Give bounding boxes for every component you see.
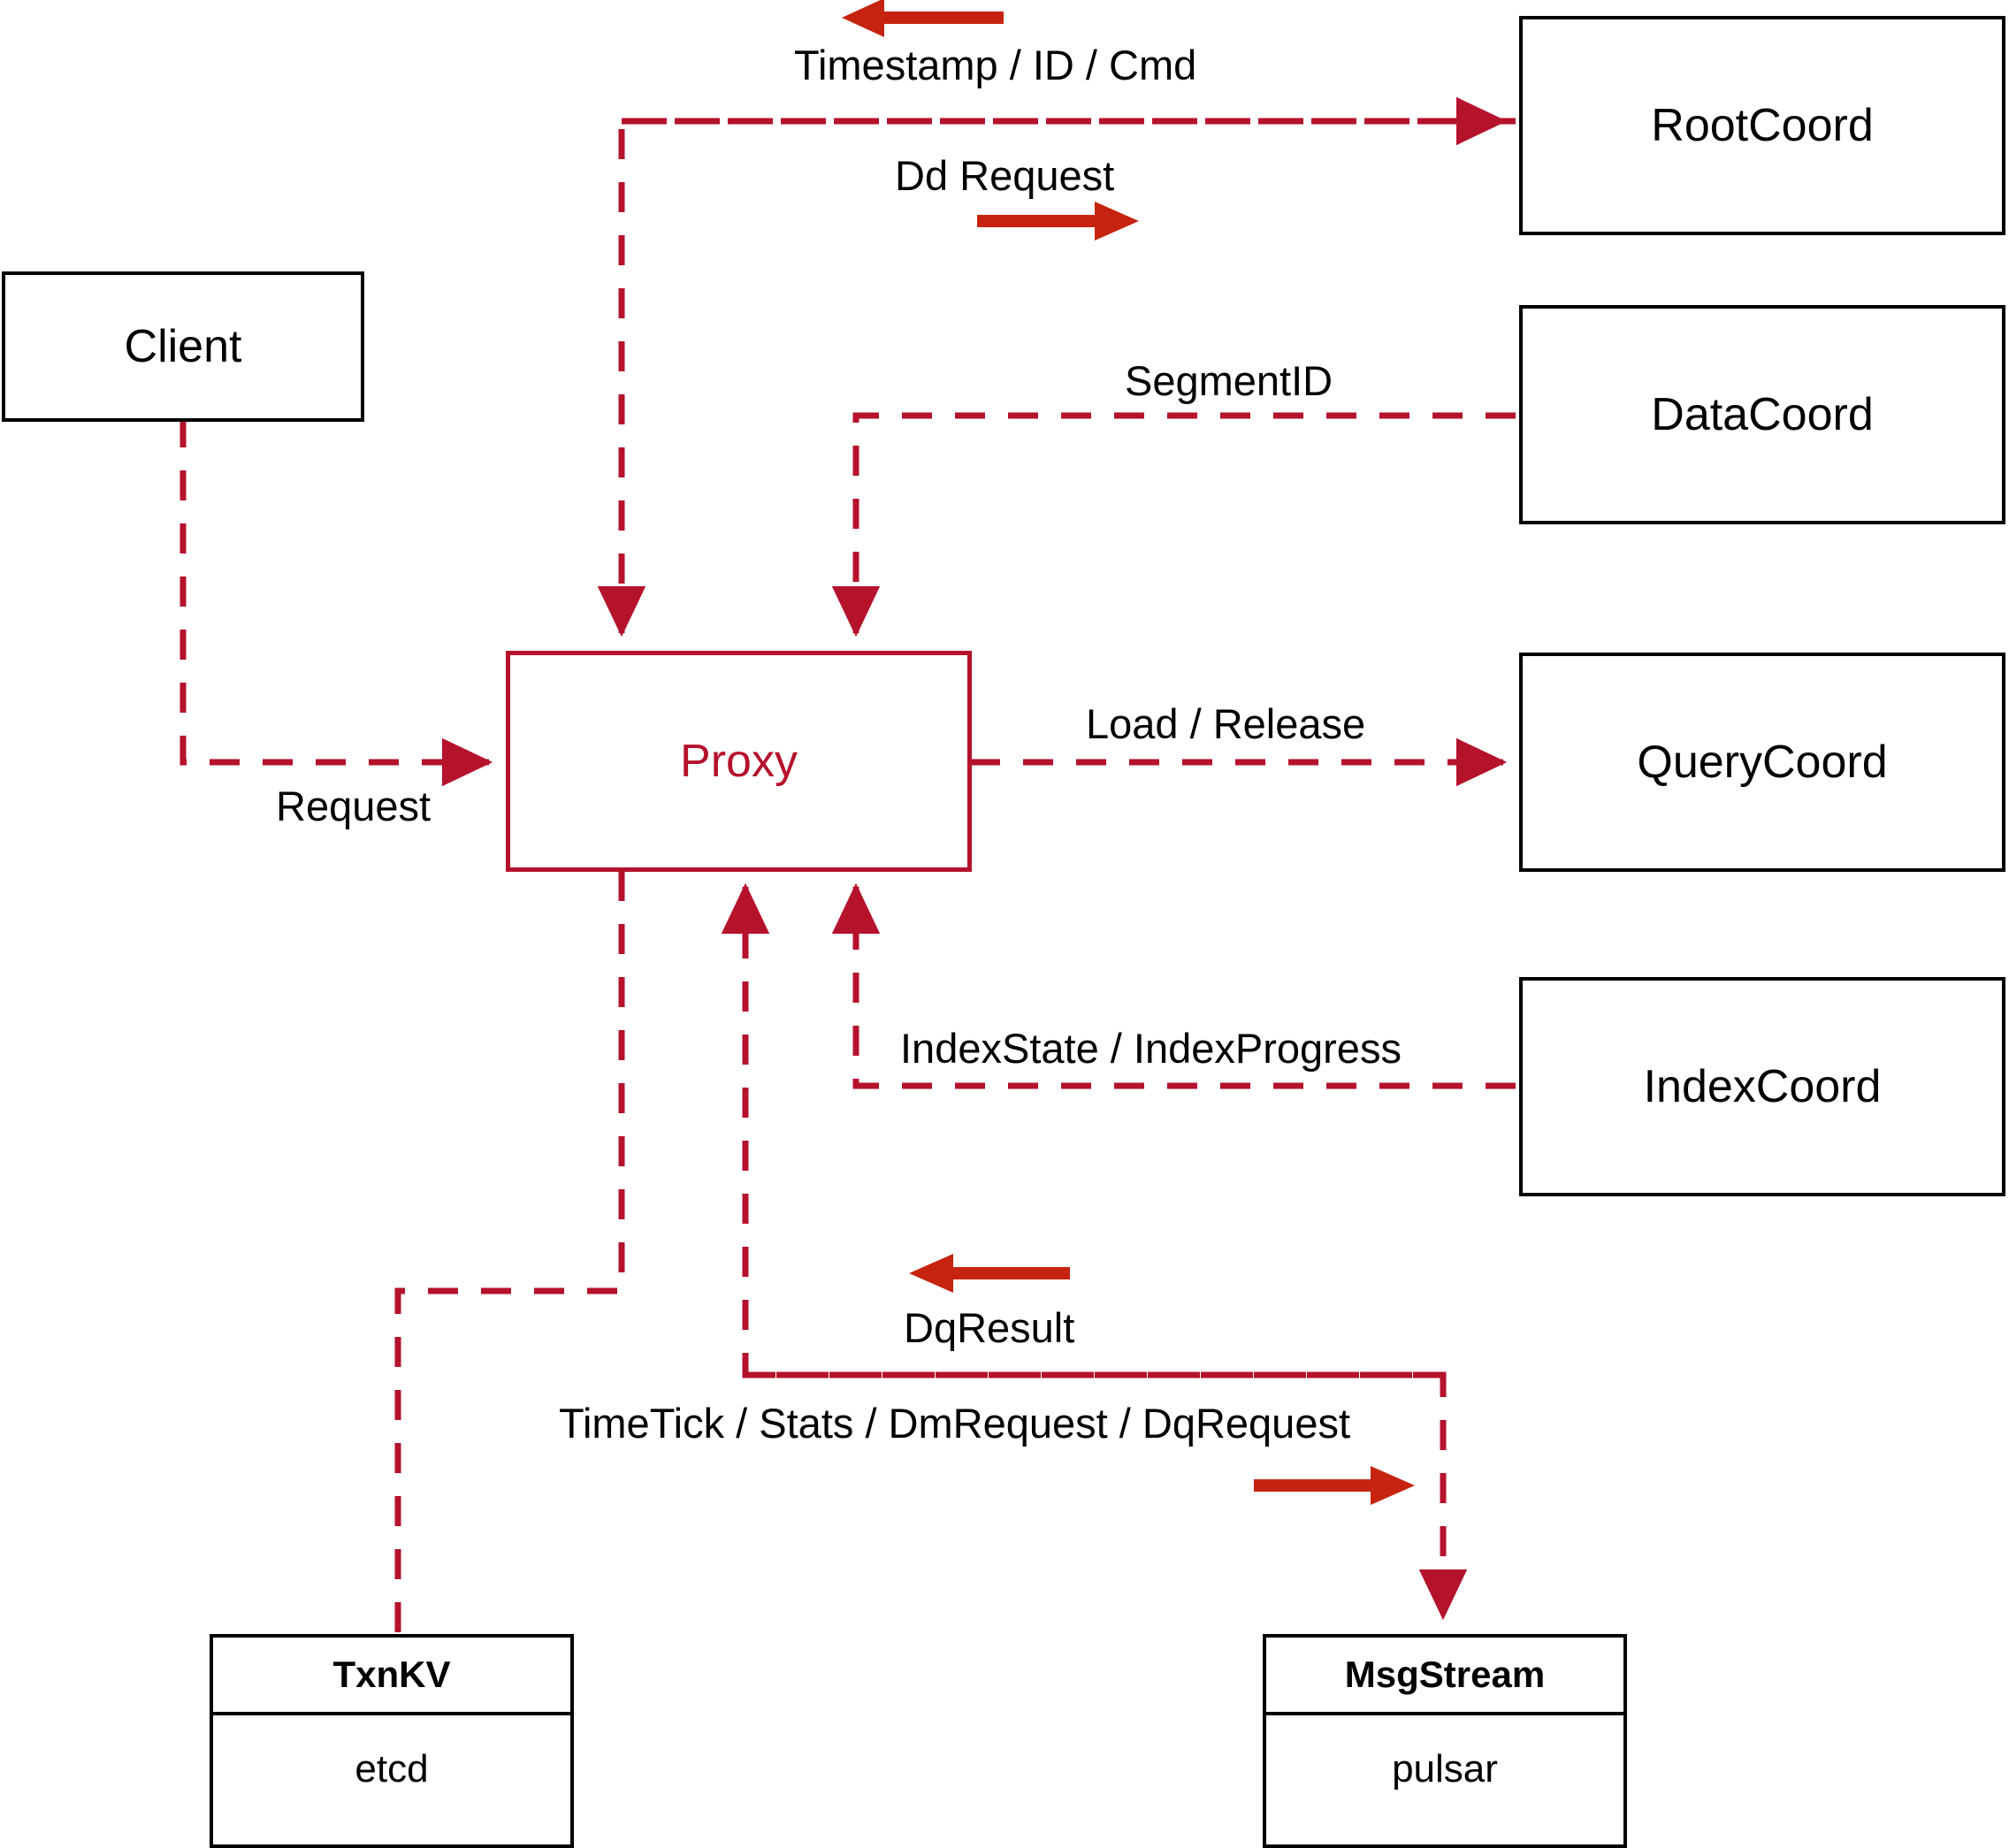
edge-label-request: Request (276, 783, 432, 829)
timestamp-direction-arrow (842, 0, 1004, 37)
edge-label-load-release: Load / Release (1086, 700, 1366, 747)
node-indexcoord-label: IndexCoord (1643, 1061, 1882, 1112)
timetick-direction-arrow (1254, 1466, 1415, 1505)
node-datacoord[interactable]: DataCoord (1519, 305, 2005, 524)
edge-label-index-state-progress: IndexState / IndexProgress (900, 1025, 1402, 1072)
node-txnkv-label: TxnKV (332, 1653, 451, 1695)
edge-msgstream-to-proxy (721, 882, 1443, 1378)
node-txnkv-header: TxnKV (213, 1638, 570, 1715)
node-querycoord[interactable]: QueryCoord (1519, 653, 2005, 872)
node-msgstream[interactable]: MsgStream pulsar (1263, 1634, 1627, 1848)
node-datacoord-label: DataCoord (1651, 389, 1874, 440)
node-txnkv-impl-label: etcd (355, 1747, 429, 1791)
dd-request-direction-arrow (977, 202, 1139, 241)
edge-proxy-to-txnkv (394, 871, 625, 1632)
dqresult-direction-arrow (909, 1254, 1070, 1293)
edge-label-dq-result: DqResult (904, 1304, 1075, 1351)
node-rootcoord-label: RootCoord (1651, 100, 1874, 151)
node-proxy[interactable]: Proxy (506, 651, 972, 872)
edge-client-to-proxy (180, 417, 493, 787)
edge-label-segment-id: SegmentID (1125, 357, 1333, 404)
edge-label-timetick-stats: TimeTick / Stats / DmRequest / DqRequest (559, 1400, 1351, 1447)
edge-datacoord-to-proxy (831, 412, 1516, 638)
node-msgstream-header: MsgStream (1266, 1638, 1623, 1715)
node-msgstream-impl-label: pulsar (1392, 1747, 1498, 1791)
node-indexcoord[interactable]: IndexCoord (1519, 977, 2005, 1196)
node-rootcoord[interactable]: RootCoord (1519, 16, 2005, 235)
edge-proxy-to-msgstream (745, 1371, 1468, 1621)
edge-label-dd-request: Dd Request (895, 152, 1115, 199)
edge-rootcoord-to-proxy (597, 118, 1516, 638)
node-client[interactable]: Client (2, 271, 364, 422)
node-txnkv[interactable]: TxnKV etcd (210, 1634, 574, 1848)
node-client-label: Client (124, 321, 242, 372)
node-querycoord-label: QueryCoord (1637, 737, 1888, 788)
edge-indexcoord-to-proxy (831, 882, 1516, 1089)
node-msgstream-label: MsgStream (1344, 1653, 1546, 1695)
node-txnkv-body: etcd (213, 1715, 570, 1844)
node-msgstream-body: pulsar (1266, 1715, 1623, 1844)
edge-label-timestamp-id-cmd: Timestamp / ID / Cmd (794, 42, 1197, 88)
node-proxy-label: Proxy (680, 736, 798, 787)
